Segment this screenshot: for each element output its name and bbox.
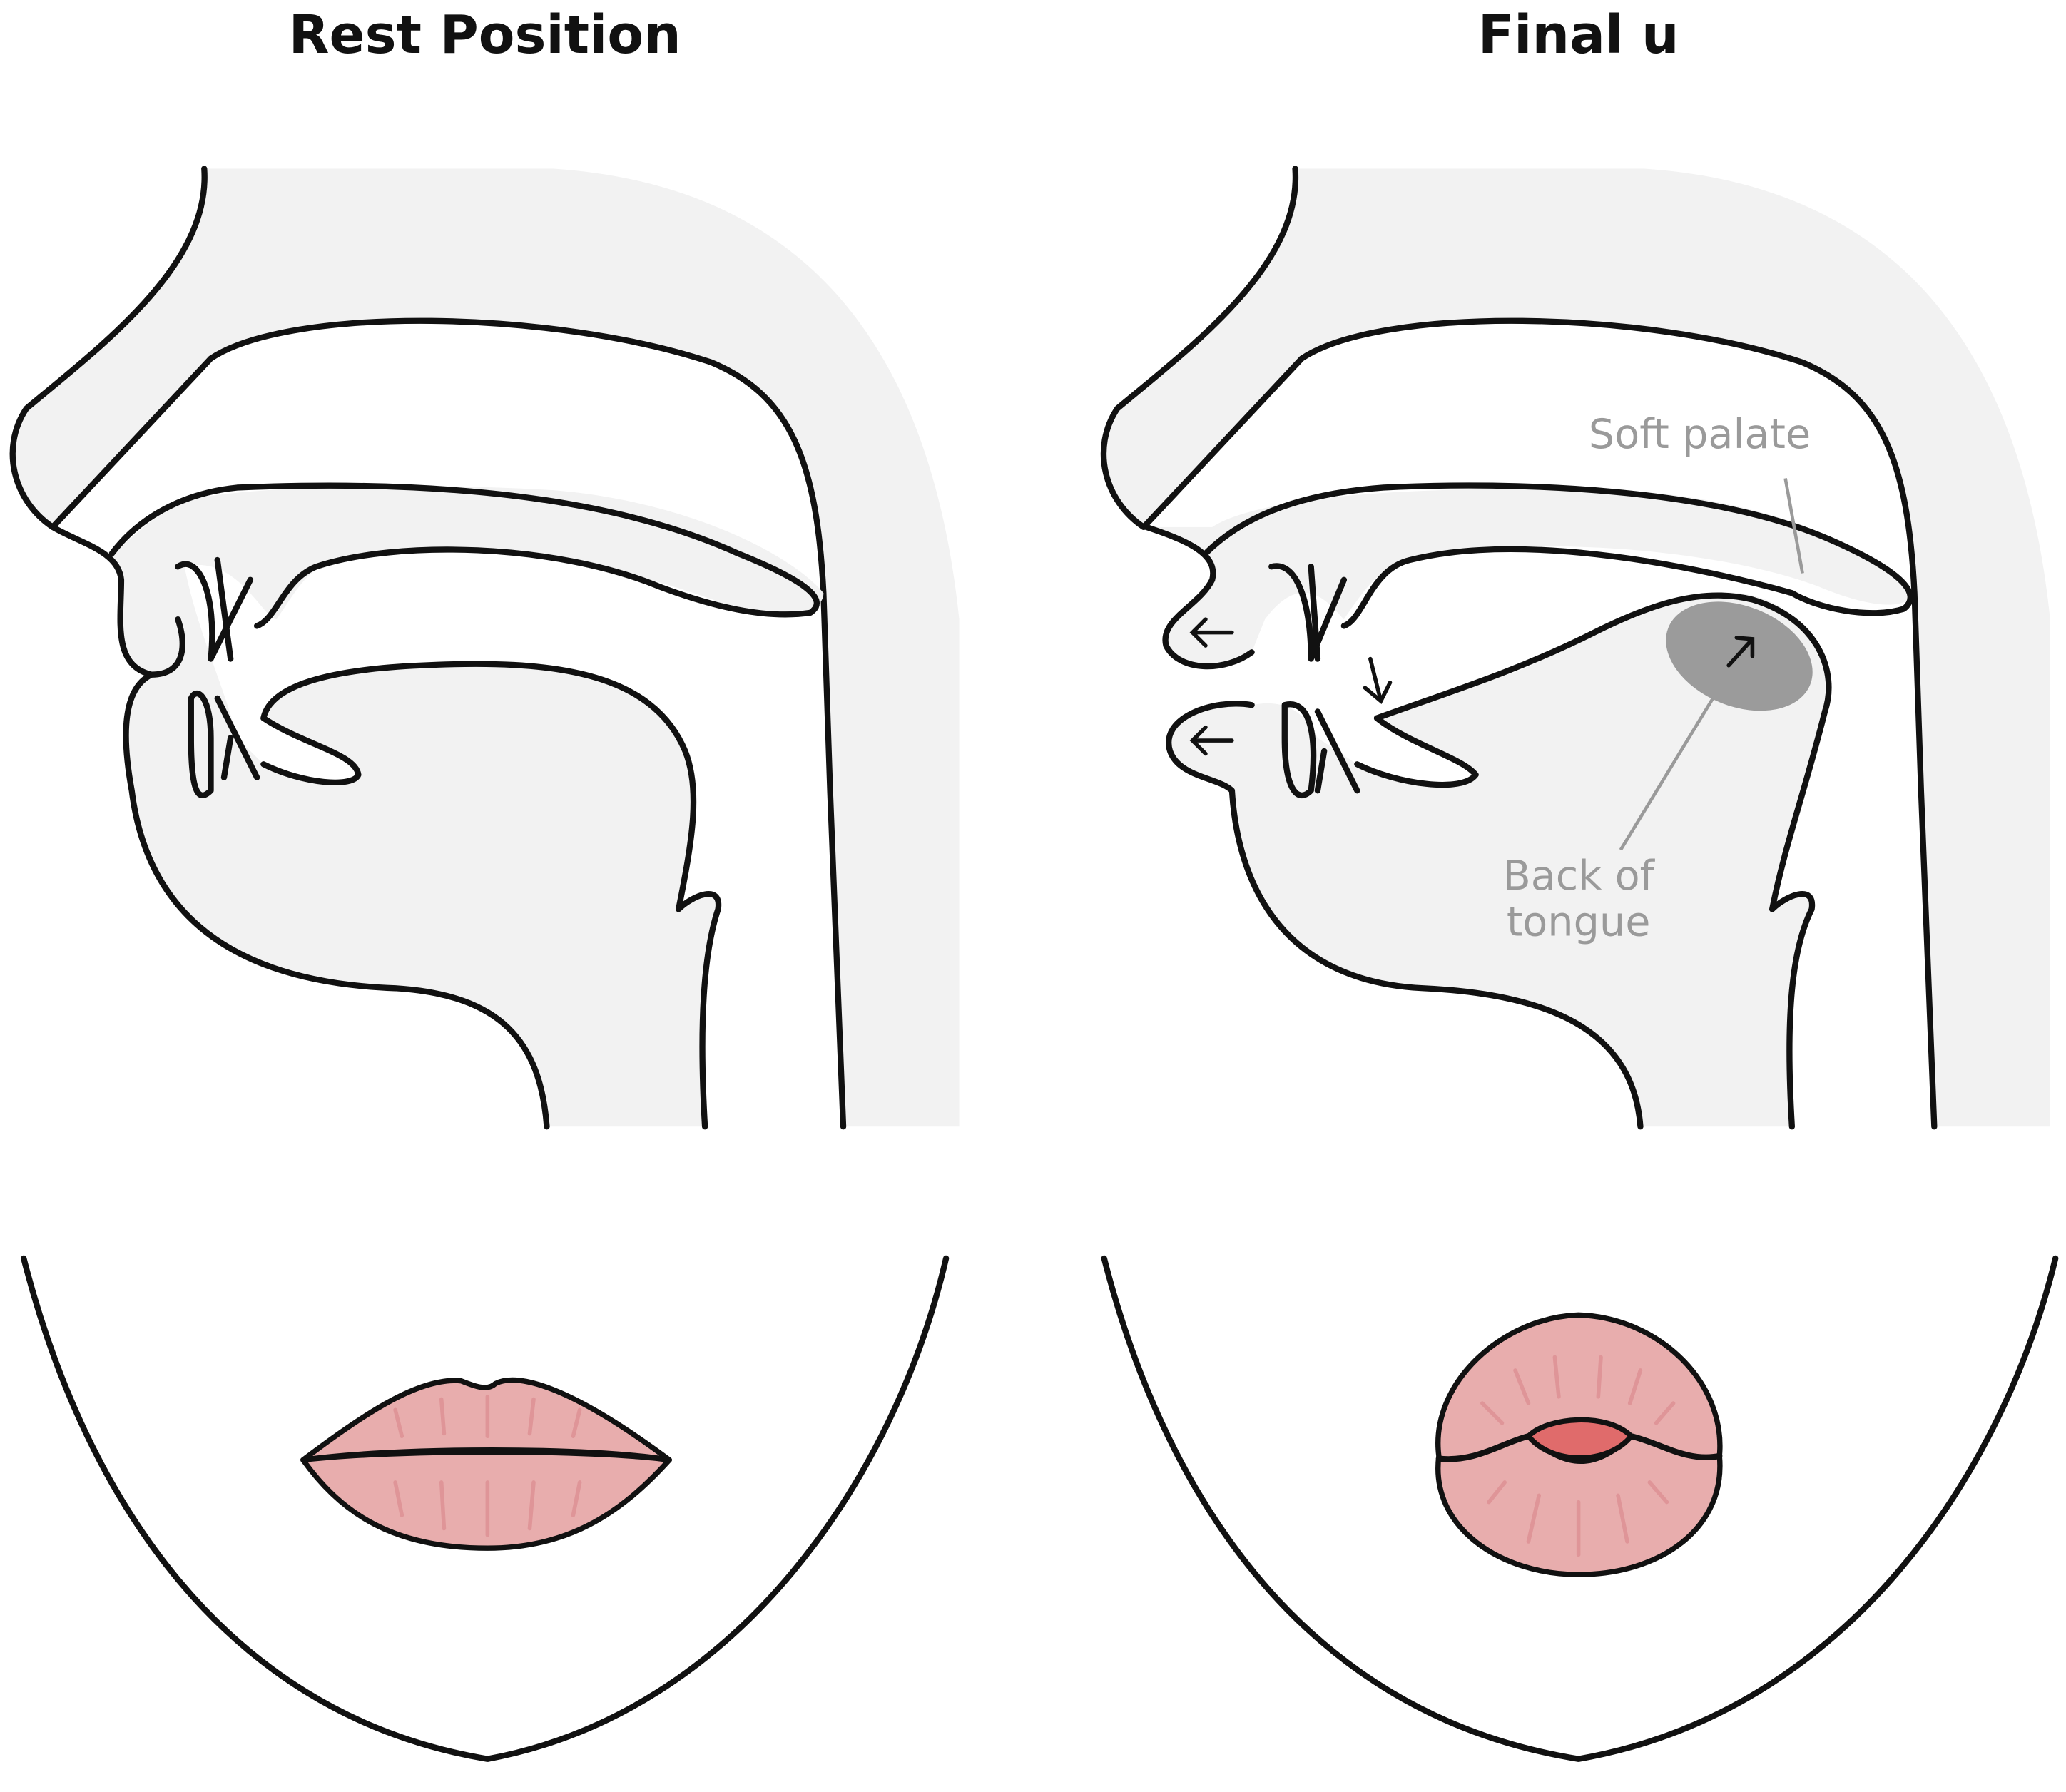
panel-title: Rest Position <box>289 4 681 66</box>
back-of-tongue-label-line2: tongue <box>1507 897 1651 945</box>
sagittal-section <box>13 168 960 1130</box>
leader-lines <box>1619 478 1804 851</box>
panel-title: Final u <box>1478 4 1679 66</box>
sagittal-section: Soft palate Back of tongue <box>1104 168 2050 1130</box>
front-face <box>21 1255 950 1762</box>
mouth-opening <box>1525 1417 1634 1461</box>
front-face <box>1101 1255 2059 1762</box>
back-of-tongue-label-line1: Back of <box>1502 852 1655 900</box>
soft-palate-label: Soft palate <box>1589 410 1811 458</box>
rest-position-panel: Rest Position <box>13 4 960 1762</box>
final-u-panel: Final u Soft palate Back of tongue <box>1101 4 2059 1762</box>
movement-arrows <box>1189 617 1755 756</box>
